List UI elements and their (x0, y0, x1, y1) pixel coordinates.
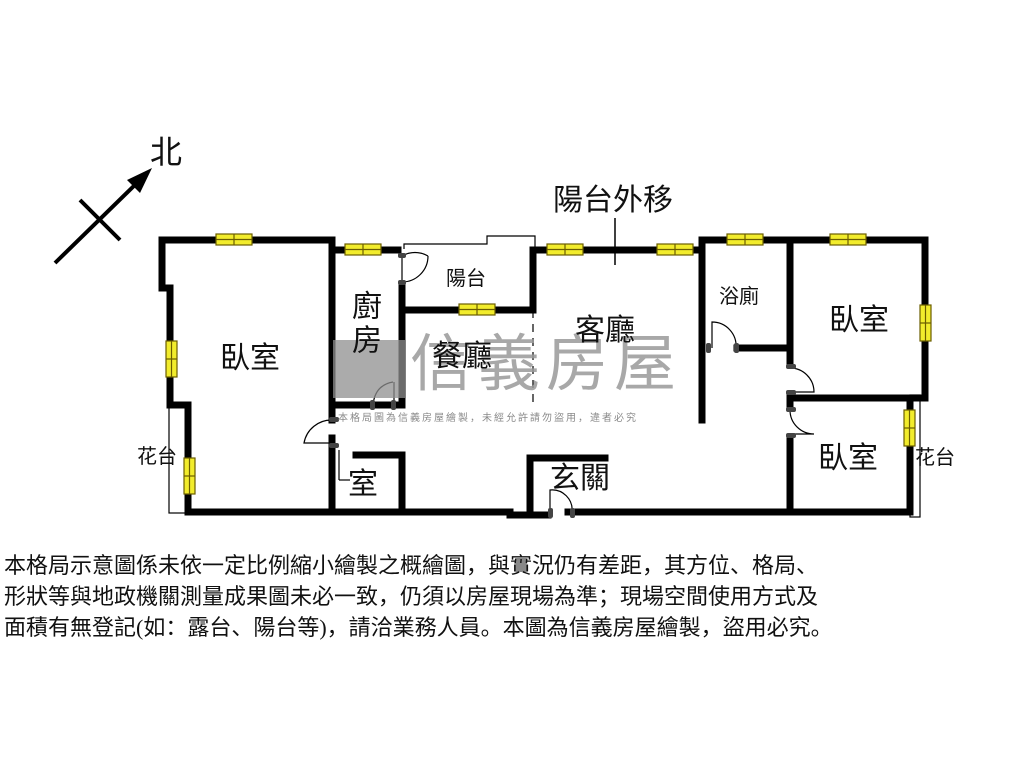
window-icon (829, 233, 867, 246)
room-label-bedroom-se: 臥室 (818, 441, 878, 476)
window-icon (344, 243, 382, 256)
room-label-storage: 室 (348, 467, 378, 502)
disclaimer: 本格局示意圖係未依一定比例縮小繪製之概繪圖，與實況仍有差距，其方位、格局、 形狀… (4, 550, 1022, 643)
door-icon (303, 419, 333, 444)
balcony-railing (403, 235, 536, 249)
disclaimer-line: 形狀等與地政機關測量成果圖未必一致，仍須以房屋現場為準；現場空間使用方式及 (4, 584, 819, 609)
door-icon (789, 409, 815, 435)
window-icon (215, 233, 253, 246)
planter-label-west: 花台 (137, 444, 177, 468)
disclaimer-line: 面積有無登記(如：露台、陽台等)，請洽業務人員。本圖為信義房屋繪製，盜用必究。 (4, 615, 833, 640)
door-icon (789, 367, 815, 393)
floor-plan (53, 168, 932, 519)
north-label: 北 (150, 133, 183, 171)
room-label-bathroom: 浴廁 (719, 284, 759, 308)
room-label-bedroom-west: 臥室 (220, 341, 280, 376)
door-icon (711, 321, 737, 349)
window-icon (726, 233, 764, 246)
room-label-dining: 餐廳 (432, 339, 492, 374)
room-label-balcony: 陽台 (446, 266, 486, 290)
window-icon (458, 303, 496, 316)
watermark-notice: 本格局圖為信義房屋繪製，未經允許請勿盜用，違者必究 (338, 413, 638, 424)
window-icon (165, 340, 178, 378)
room-label-entrance: 玄關 (550, 461, 610, 496)
room-label-living: 客廳 (575, 313, 635, 348)
watermark-brand: 信義房屋 (410, 327, 683, 400)
window-icon (903, 409, 916, 447)
window-icon (183, 457, 196, 495)
balcony-moved-label: 陽台外移 (553, 183, 673, 218)
window-icon (546, 243, 584, 256)
window-icon (919, 304, 932, 342)
door-icon (401, 251, 429, 283)
planter-label-east: 花台 (915, 445, 955, 469)
windows (165, 233, 932, 495)
window-icon (656, 243, 694, 256)
room-label-bedroom-ne: 臥室 (829, 303, 889, 338)
door-icon (338, 450, 350, 481)
door-icon (549, 489, 573, 513)
north-arrow-icon (53, 168, 152, 265)
room-label-kitchen: 廚房 (346, 290, 381, 358)
disclaimer-line: 本格局示意圖係未依一定比例縮小繪製之概繪圖，與實況仍有差距，其方位、格局、 (4, 553, 819, 578)
brand-logo-icon (333, 340, 405, 398)
door-jambs (329, 253, 796, 518)
